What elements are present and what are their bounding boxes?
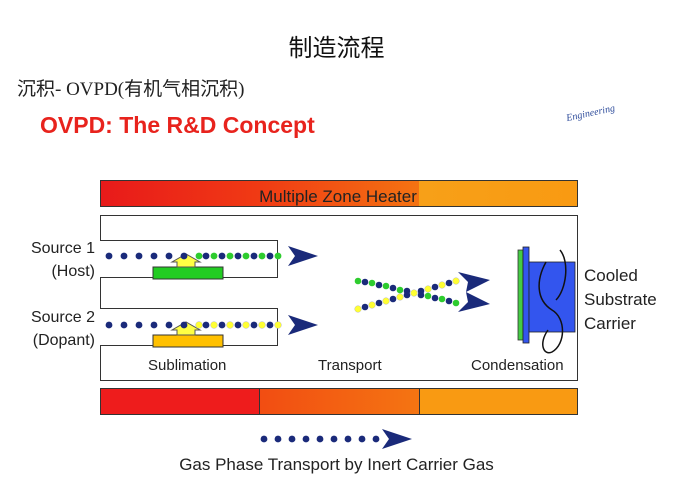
substrate-carrier xyxy=(517,246,576,354)
heater-label: Multiple Zone Heater xyxy=(259,187,417,206)
heater-bar-top xyxy=(100,180,578,207)
stage-condensation: Condensation xyxy=(471,357,564,374)
heater-zone-1 xyxy=(101,389,259,414)
source-2-label: Source 2 (Dopant) xyxy=(5,306,95,352)
heater-zone-2 xyxy=(259,389,420,414)
arrow-right-icon xyxy=(288,246,318,266)
transport-stream-host xyxy=(354,277,460,307)
source-1-type: (Host) xyxy=(51,263,95,280)
coil-icon xyxy=(555,249,567,301)
arrow-right-icon xyxy=(458,272,490,292)
cooling-block xyxy=(528,261,576,333)
carrier-line-2: Substrate xyxy=(584,290,657,309)
heater-zone-2 xyxy=(259,181,419,206)
transport-stream-dopant xyxy=(354,277,460,313)
coil-icon xyxy=(538,261,564,354)
substrate-carrier-label: Cooled Substrate Carrier xyxy=(584,264,657,336)
source-2-name: Source 2 xyxy=(30,309,95,326)
source-2-type: (Dopant) xyxy=(32,332,95,349)
substrate xyxy=(522,246,530,344)
concept-title: OVPD: The R&D Concept xyxy=(40,112,315,138)
host-flow-arrow xyxy=(105,246,318,266)
heater-bar-bottom xyxy=(100,388,578,415)
source-1-name: Source 1 xyxy=(30,240,95,257)
arrow-right-icon xyxy=(382,429,412,449)
legend-caption: Gas Phase Transport by Inert Carrier Gas xyxy=(179,455,494,474)
page-title: 制造流程 xyxy=(288,34,385,62)
host-source-crucible xyxy=(152,266,224,280)
stage-transport: Transport xyxy=(318,357,382,374)
carrier-line-1: Cooled xyxy=(584,266,638,285)
heater-zone-3 xyxy=(419,389,577,414)
source-1-label: Source 1 (Host) xyxy=(5,237,95,283)
up-arrow-icon xyxy=(170,321,202,336)
legend-carrier-arrow xyxy=(260,429,412,449)
arrow-right-icon xyxy=(458,292,490,312)
dopant-source-crucible xyxy=(152,334,224,348)
carrier-line-3: Carrier xyxy=(584,314,636,333)
page-subtitle: 沉积- OVPD(有机气相沉积) xyxy=(17,79,245,100)
heater-zone-1 xyxy=(101,181,259,206)
heater-zone-3 xyxy=(419,181,577,206)
up-arrow-icon xyxy=(170,253,202,268)
dopant-flow-arrow xyxy=(105,315,318,335)
arrow-right-icon xyxy=(288,315,318,335)
deposited-film xyxy=(517,249,524,341)
stage-sublimation: Sublimation xyxy=(148,357,227,374)
